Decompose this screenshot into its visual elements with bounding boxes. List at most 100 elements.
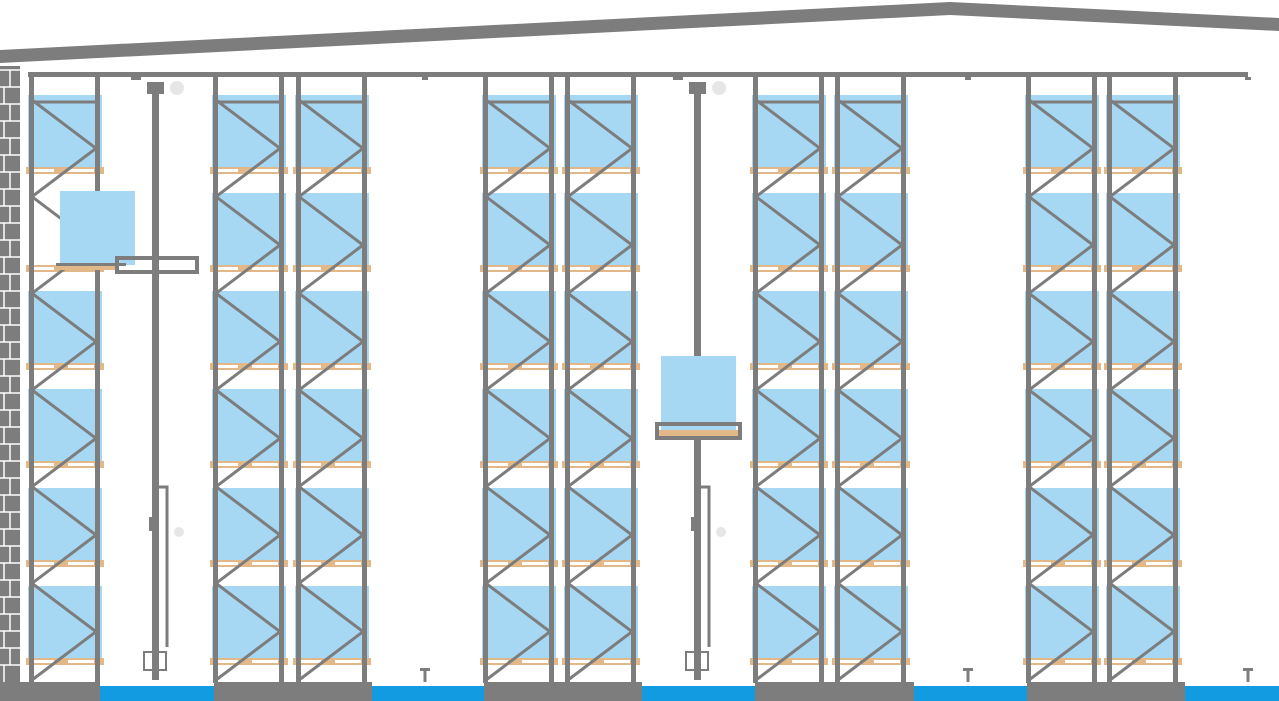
pallet [1104, 461, 1182, 468]
pallet-gap [1146, 267, 1172, 270]
rack-column [750, 75, 828, 683]
rack-floor [755, 682, 914, 701]
pallet-gap [218, 267, 238, 270]
pallet [750, 658, 828, 665]
rack-column [832, 75, 910, 683]
rack-upright [1107, 75, 1112, 683]
pallet-gap [874, 463, 900, 466]
pallet-gap [758, 365, 778, 368]
aisle-floor [914, 686, 1027, 701]
pallet-load [834, 389, 908, 461]
pallet-gap [570, 562, 590, 565]
pallet [480, 461, 558, 468]
pallet-load [752, 586, 826, 658]
rack-floor [0, 682, 100, 701]
pallet-gap [604, 562, 630, 565]
pallet-load [752, 193, 826, 265]
pallet-gap [1031, 365, 1051, 368]
pallet-gap [570, 660, 590, 663]
rack-upright [549, 75, 554, 683]
pallet-load [212, 488, 286, 560]
rail-marker-stem [423, 668, 427, 682]
rack-upright [631, 75, 636, 683]
ceiling-beam [28, 72, 1248, 77]
pallet [210, 560, 288, 567]
rack-upright [565, 75, 570, 683]
crane-cable [701, 485, 711, 647]
pallet-load [752, 291, 826, 363]
pallet-gap [488, 660, 508, 663]
crane-sensor [673, 77, 683, 80]
rail-marker-stem [1246, 668, 1250, 682]
crane-sensor [131, 77, 141, 80]
pallet-gap [335, 660, 361, 663]
pallet-load [752, 488, 826, 560]
pallet-load [834, 586, 908, 658]
lamp-icon [716, 527, 726, 537]
pallet-gap [218, 660, 238, 663]
pallet-gap [1065, 169, 1091, 172]
pallet [1023, 658, 1101, 665]
pallet-gap [570, 463, 590, 466]
crane-top-guide [689, 82, 706, 94]
pallet [562, 560, 640, 567]
carried-load [661, 356, 736, 430]
pallet-gap [34, 365, 54, 368]
pallet-load [834, 193, 908, 265]
top-rail-marker [422, 77, 428, 80]
pallet-load [1025, 586, 1099, 658]
rack-column [293, 75, 371, 683]
crane-cable [159, 485, 169, 647]
rack-floor [484, 682, 642, 701]
carried-load [60, 191, 135, 265]
pallet-load [295, 488, 369, 560]
rack-column [210, 75, 288, 683]
pallet-gap [218, 169, 238, 172]
pallet-gap [1146, 365, 1172, 368]
pallet-gap [335, 169, 361, 172]
pallet-gap [758, 169, 778, 172]
pallet-load [1106, 291, 1180, 363]
pallet-load [834, 488, 908, 560]
pallet-load [564, 193, 638, 265]
rack-column [1104, 75, 1182, 683]
racks [26, 75, 1182, 683]
pallet [1023, 560, 1101, 567]
pallet-gap [1031, 169, 1051, 172]
pallet-gap [874, 169, 900, 172]
rack-column [562, 75, 640, 683]
pallet [562, 461, 640, 468]
pallet-load [482, 193, 556, 265]
pallet-gap [34, 562, 54, 565]
pallet-gap [252, 562, 278, 565]
crane-foot [152, 670, 158, 680]
pallet-gap [1146, 169, 1172, 172]
pallet-gap [1146, 562, 1172, 565]
pallet-load [482, 586, 556, 658]
pallet-gap [34, 267, 54, 270]
pallet-gap [1112, 267, 1132, 270]
pallet-gap [1112, 365, 1132, 368]
pallet-gap [522, 169, 548, 172]
pallet-gap [488, 463, 508, 466]
pallet-gap [604, 169, 630, 172]
pallet-gap [840, 267, 860, 270]
pallet-gap [488, 365, 508, 368]
top-rail-marker [1245, 77, 1251, 80]
rack-upright [362, 75, 367, 683]
pallet-load [564, 389, 638, 461]
pallet-load [834, 291, 908, 363]
rack-column [480, 75, 558, 683]
pallet-gap [758, 267, 778, 270]
pallet-gap [488, 562, 508, 565]
pallet-gap [34, 463, 54, 466]
pallet [480, 658, 558, 665]
rail-marker-stem [966, 668, 970, 682]
pallet-gap [604, 463, 630, 466]
pallet-gap [218, 365, 238, 368]
pallet-gap [252, 463, 278, 466]
crane-fork-carriage [655, 422, 742, 440]
pallet-load [28, 389, 102, 461]
rack-upright [29, 75, 34, 683]
pallet-gap [34, 169, 54, 172]
